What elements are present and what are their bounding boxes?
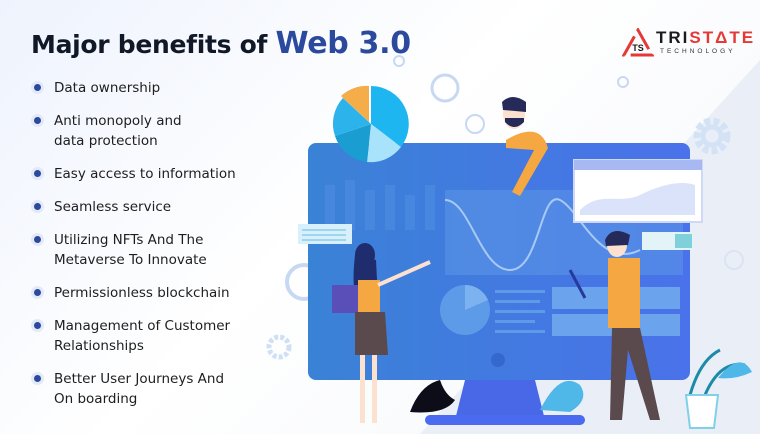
person-icon (502, 97, 548, 196)
page-title: Major benefits of Web 3.0 (31, 26, 411, 61)
brand-logo: TS TRISTΔTE TECHNOLOGY (622, 28, 753, 58)
gear-icon (693, 117, 731, 155)
bullet-icon (34, 236, 41, 243)
bullet-icon (34, 170, 41, 177)
bullet-icon (34, 289, 41, 296)
bullet-icon (34, 203, 41, 210)
pie-chart-icon (332, 85, 409, 163)
logo-triangle-icon: TS (622, 28, 654, 57)
decor-circle-icon (465, 114, 485, 134)
bullet-icon (34, 117, 41, 124)
plant-icon (410, 380, 455, 413)
person-icon (332, 243, 431, 423)
plant-icon (540, 380, 584, 412)
brand-name: TRISTΔTE (656, 28, 756, 47)
plant-icon (684, 348, 752, 429)
speech-bubble-icon (298, 224, 352, 244)
decor-circle-icon (430, 73, 460, 103)
list-item: Seamless service (34, 197, 236, 217)
gear-icon (266, 334, 292, 360)
bullet-icon (34, 84, 41, 91)
person-icon (568, 231, 660, 420)
list-item: Data ownership (34, 78, 236, 98)
title-highlight: Web 3.0 (275, 26, 411, 61)
speech-bubble-icon (642, 232, 694, 250)
list-item: Permissionless blockchain (34, 283, 236, 303)
brand-tagline: TECHNOLOGY (660, 48, 736, 55)
svg-text:TS: TS (632, 43, 644, 53)
bullet-icon (34, 322, 41, 329)
title-prefix: Major benefits of (31, 30, 268, 59)
list-item: Easy access to information (34, 164, 236, 184)
bullet-icon (34, 375, 41, 382)
chart-window-icon (573, 159, 703, 223)
